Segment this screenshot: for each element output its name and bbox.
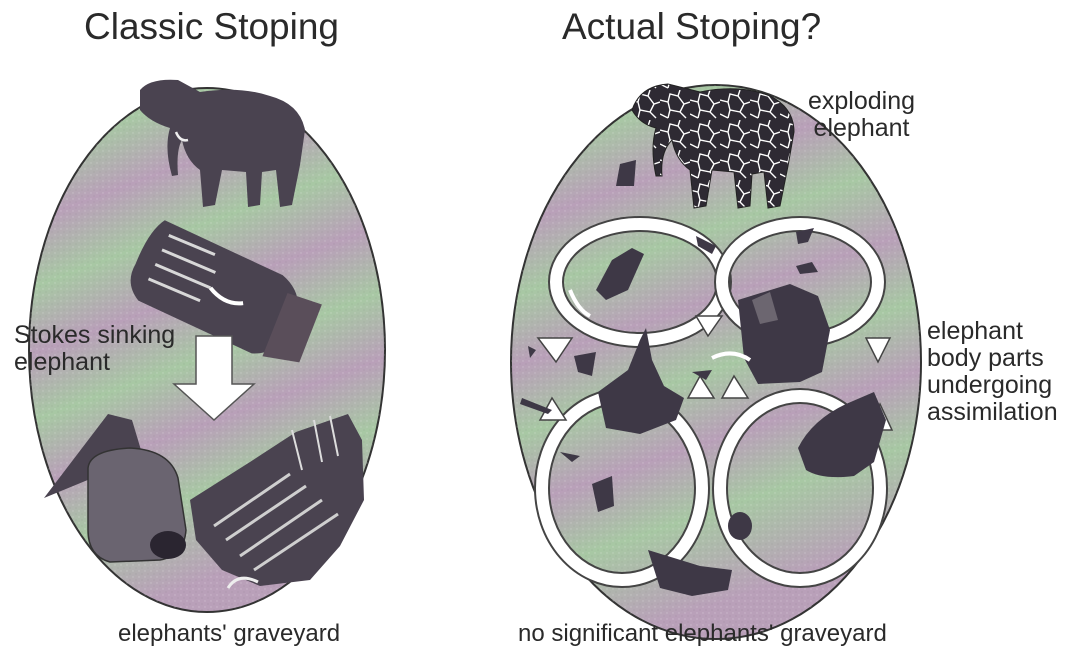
label-exploding-elephant: exploding elephant (808, 88, 915, 142)
label-stokes-line-2: elephant (14, 349, 175, 376)
title-actual-stoping: Actual Stoping? (562, 6, 821, 48)
label-bodyparts-line-1: elephant (927, 318, 1077, 345)
label-bodyparts-line-4: assimilation (927, 399, 1077, 426)
title-classic-stoping: Classic Stoping (84, 6, 339, 48)
label-bodyparts-line-3: undergoing (927, 372, 1077, 399)
caption-elephants-graveyard: elephants' graveyard (118, 620, 340, 648)
label-bodyparts-line-2: body parts (927, 345, 1077, 372)
label-exploding-line-1: exploding (808, 88, 915, 115)
actual-stoping-panel (511, 84, 921, 639)
caption-no-graveyard: no significant elephants' graveyard (518, 620, 887, 648)
label-body-parts: elephant body parts undergoing assimilat… (927, 318, 1077, 426)
label-stokes-line-1: Stokes sinking (14, 322, 175, 349)
label-exploding-line-2: elephant (808, 115, 915, 142)
label-stokes-sinking: Stokes sinking elephant (14, 322, 175, 376)
